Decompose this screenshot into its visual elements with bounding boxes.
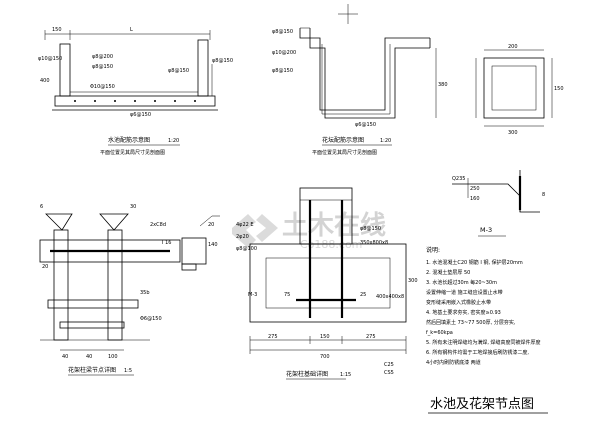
base-rebar-stirrup: φ8@100 (236, 246, 257, 252)
base-plate-1: 350x800x8 (360, 240, 388, 246)
bed-rebar-label-2: φ10@200 (272, 50, 296, 56)
base-plate-2: 400x400x8 (376, 294, 404, 300)
pool-rebar-dots (74, 100, 196, 102)
bed-rebar-label-3: φ8@150 (272, 68, 293, 74)
pool-scale: 1:20 (168, 138, 179, 144)
note-line: 变形缝采用嵌入式橡胶止水带 (426, 299, 491, 306)
bed-rebar-label-1: φ8@150 (272, 29, 293, 35)
watermark-text: 土木在线 (282, 211, 386, 241)
base-dim-275b: 275 (366, 334, 376, 340)
pool-rebar-label-7: φ8@150 (212, 58, 233, 64)
base-dim-25: 25 (360, 292, 366, 298)
base-label-M3: M-3 (248, 292, 257, 298)
pool-rebar-label-1: φ10@150 (38, 56, 62, 62)
note-line: 然后回填素土 73~77 500厚, 分层夯实, (426, 319, 516, 326)
bed-dim-380: 380 (438, 82, 448, 88)
plan-dim-top: 200 (508, 44, 518, 50)
base-dim-275a: 275 (268, 334, 278, 340)
base-rebar-4d22: 4φ22 E (236, 222, 254, 228)
m3-detail: Q235 250 160 8 M-3 (452, 170, 545, 237)
pergola-base-detail: 4φ22 E 2φ20 φ8@100 M-3 φ8@150 350x800x8 … (236, 187, 418, 380)
base-dim-150: 150 (320, 334, 330, 340)
note-line: 4. 地基土要求夯实, 密实度≥0.93 (426, 309, 501, 316)
pergola-joint-detail: 6 30 2xC8d 20 35b Φ6@150 40 40 100 I 16 … (39, 204, 220, 376)
m3-dim-250: 250 (470, 186, 480, 192)
dim-150: 150 (52, 27, 62, 33)
pool-caption: 水池配筋示意图 (108, 136, 150, 144)
joint-dim-100: 100 (108, 354, 118, 360)
base-dim-75: 75 (284, 292, 290, 298)
pergola-base-scale: 1:15 (340, 372, 351, 378)
sheet-title: 水池及花架节点图 (430, 396, 534, 412)
note-line: 5. 所有未注明焊缝均为满焊, 焊缝高度同被焊件厚度 (426, 339, 541, 346)
notes-title: 说明: (426, 246, 440, 254)
m3-label: M-3 (480, 226, 492, 234)
joint-label-35b: 35b (140, 290, 150, 296)
base-dim-300: 300 (408, 278, 418, 284)
pool-note: 平面位置见其局尺寸见剖面图 (100, 149, 165, 156)
watermark: 土木在线 Co188.com (232, 211, 386, 251)
pergola-joint-caption: 花架柱梁节点详图 (68, 366, 116, 374)
watermark-subtext: Co188.com (300, 238, 362, 251)
pool-rebar-label-3: φ8@150 (92, 64, 113, 70)
plan-dim-side: 150 (554, 86, 564, 92)
joint-dim-40a: 40 (62, 354, 68, 360)
pool-rebar-label-4: φ8@150 (168, 68, 189, 74)
pergola-joint-scale: 1:5 (124, 368, 132, 374)
pergola-base-caption: 花架柱基础详图 (286, 370, 328, 378)
dim-L: L (130, 27, 133, 33)
joint-dim-6: 6 (40, 204, 43, 210)
joint-dim-30: 30 (130, 204, 136, 210)
pool-rebar-label-2: φ8@200 (92, 54, 113, 60)
notes-block: 说明: 1. 水池混凝土C20 钢筋 I 钢, 保护层20mm 2. 混凝土垫层… (426, 246, 541, 366)
plan-dim-bottom: 300 (508, 130, 518, 136)
base-label-c25: C25 (384, 362, 394, 368)
joint-dim-20: 20 (42, 264, 48, 270)
m3-dim-8: 8 (542, 192, 545, 198)
note-line: 4小时内刷防锈底漆 两道 (426, 359, 481, 366)
note-line: 3. 水池长超过30m 每20~30m (426, 279, 497, 286)
bed-rebar-label-4: φ6@150 (355, 122, 376, 128)
note-line: 6. 所有钢构件均需于工地焊接后刷防锈漆二度, (426, 349, 529, 356)
note-line: 设置伸缩一道 施工缝应设置止水带 (426, 289, 503, 296)
base-rebar-2d20: 2φ20 (236, 234, 249, 240)
pool-dim-400: 400 (40, 78, 50, 84)
joint-rebar-label: 2xC8d (150, 222, 166, 228)
joint-label-rebar-2: Φ6@150 (140, 316, 162, 322)
column-plan-square: 200 300 150 (475, 44, 564, 136)
m3-material: Q235 (452, 176, 465, 182)
flower-bed-note: 平面位置见其局尺寸见剖面图 (312, 149, 377, 156)
flower-bed-scale: 1:20 (380, 138, 391, 144)
base-dim-700: 700 (320, 354, 330, 360)
joint-dim-40b: 40 (86, 354, 92, 360)
pool-rebar-label-5: Φ10@150 (90, 84, 115, 90)
base-rebar-8-150: φ8@150 (360, 226, 381, 232)
note-line: 2. 混凝土垫层厚 50 (426, 269, 470, 276)
flower-bed-detail: φ8@150 φ10@200 φ8@150 φ6@150 380 花坛配筋示意图… (272, 4, 448, 156)
joint-dim-140: 140 (208, 242, 218, 248)
note-line: 1. 水池混凝土C20 钢筋 I 钢, 保护层20mm (426, 259, 523, 266)
note-line: f_k=60kpa (426, 330, 453, 336)
pool-rebar-label-6: φ6@150 (130, 112, 151, 118)
base-label-cs5: CS5 (384, 370, 394, 376)
pool-section-detail: L 150 φ10@150 φ8@200 φ8@150 φ8@150 Φ10@1… (38, 27, 233, 156)
joint-label-I16: I 16 (162, 240, 171, 246)
m3-dim-160: 160 (470, 196, 480, 202)
joint-dim-20b: 20 (208, 222, 214, 228)
flower-bed-caption: 花坛配筋示意图 (322, 136, 364, 144)
